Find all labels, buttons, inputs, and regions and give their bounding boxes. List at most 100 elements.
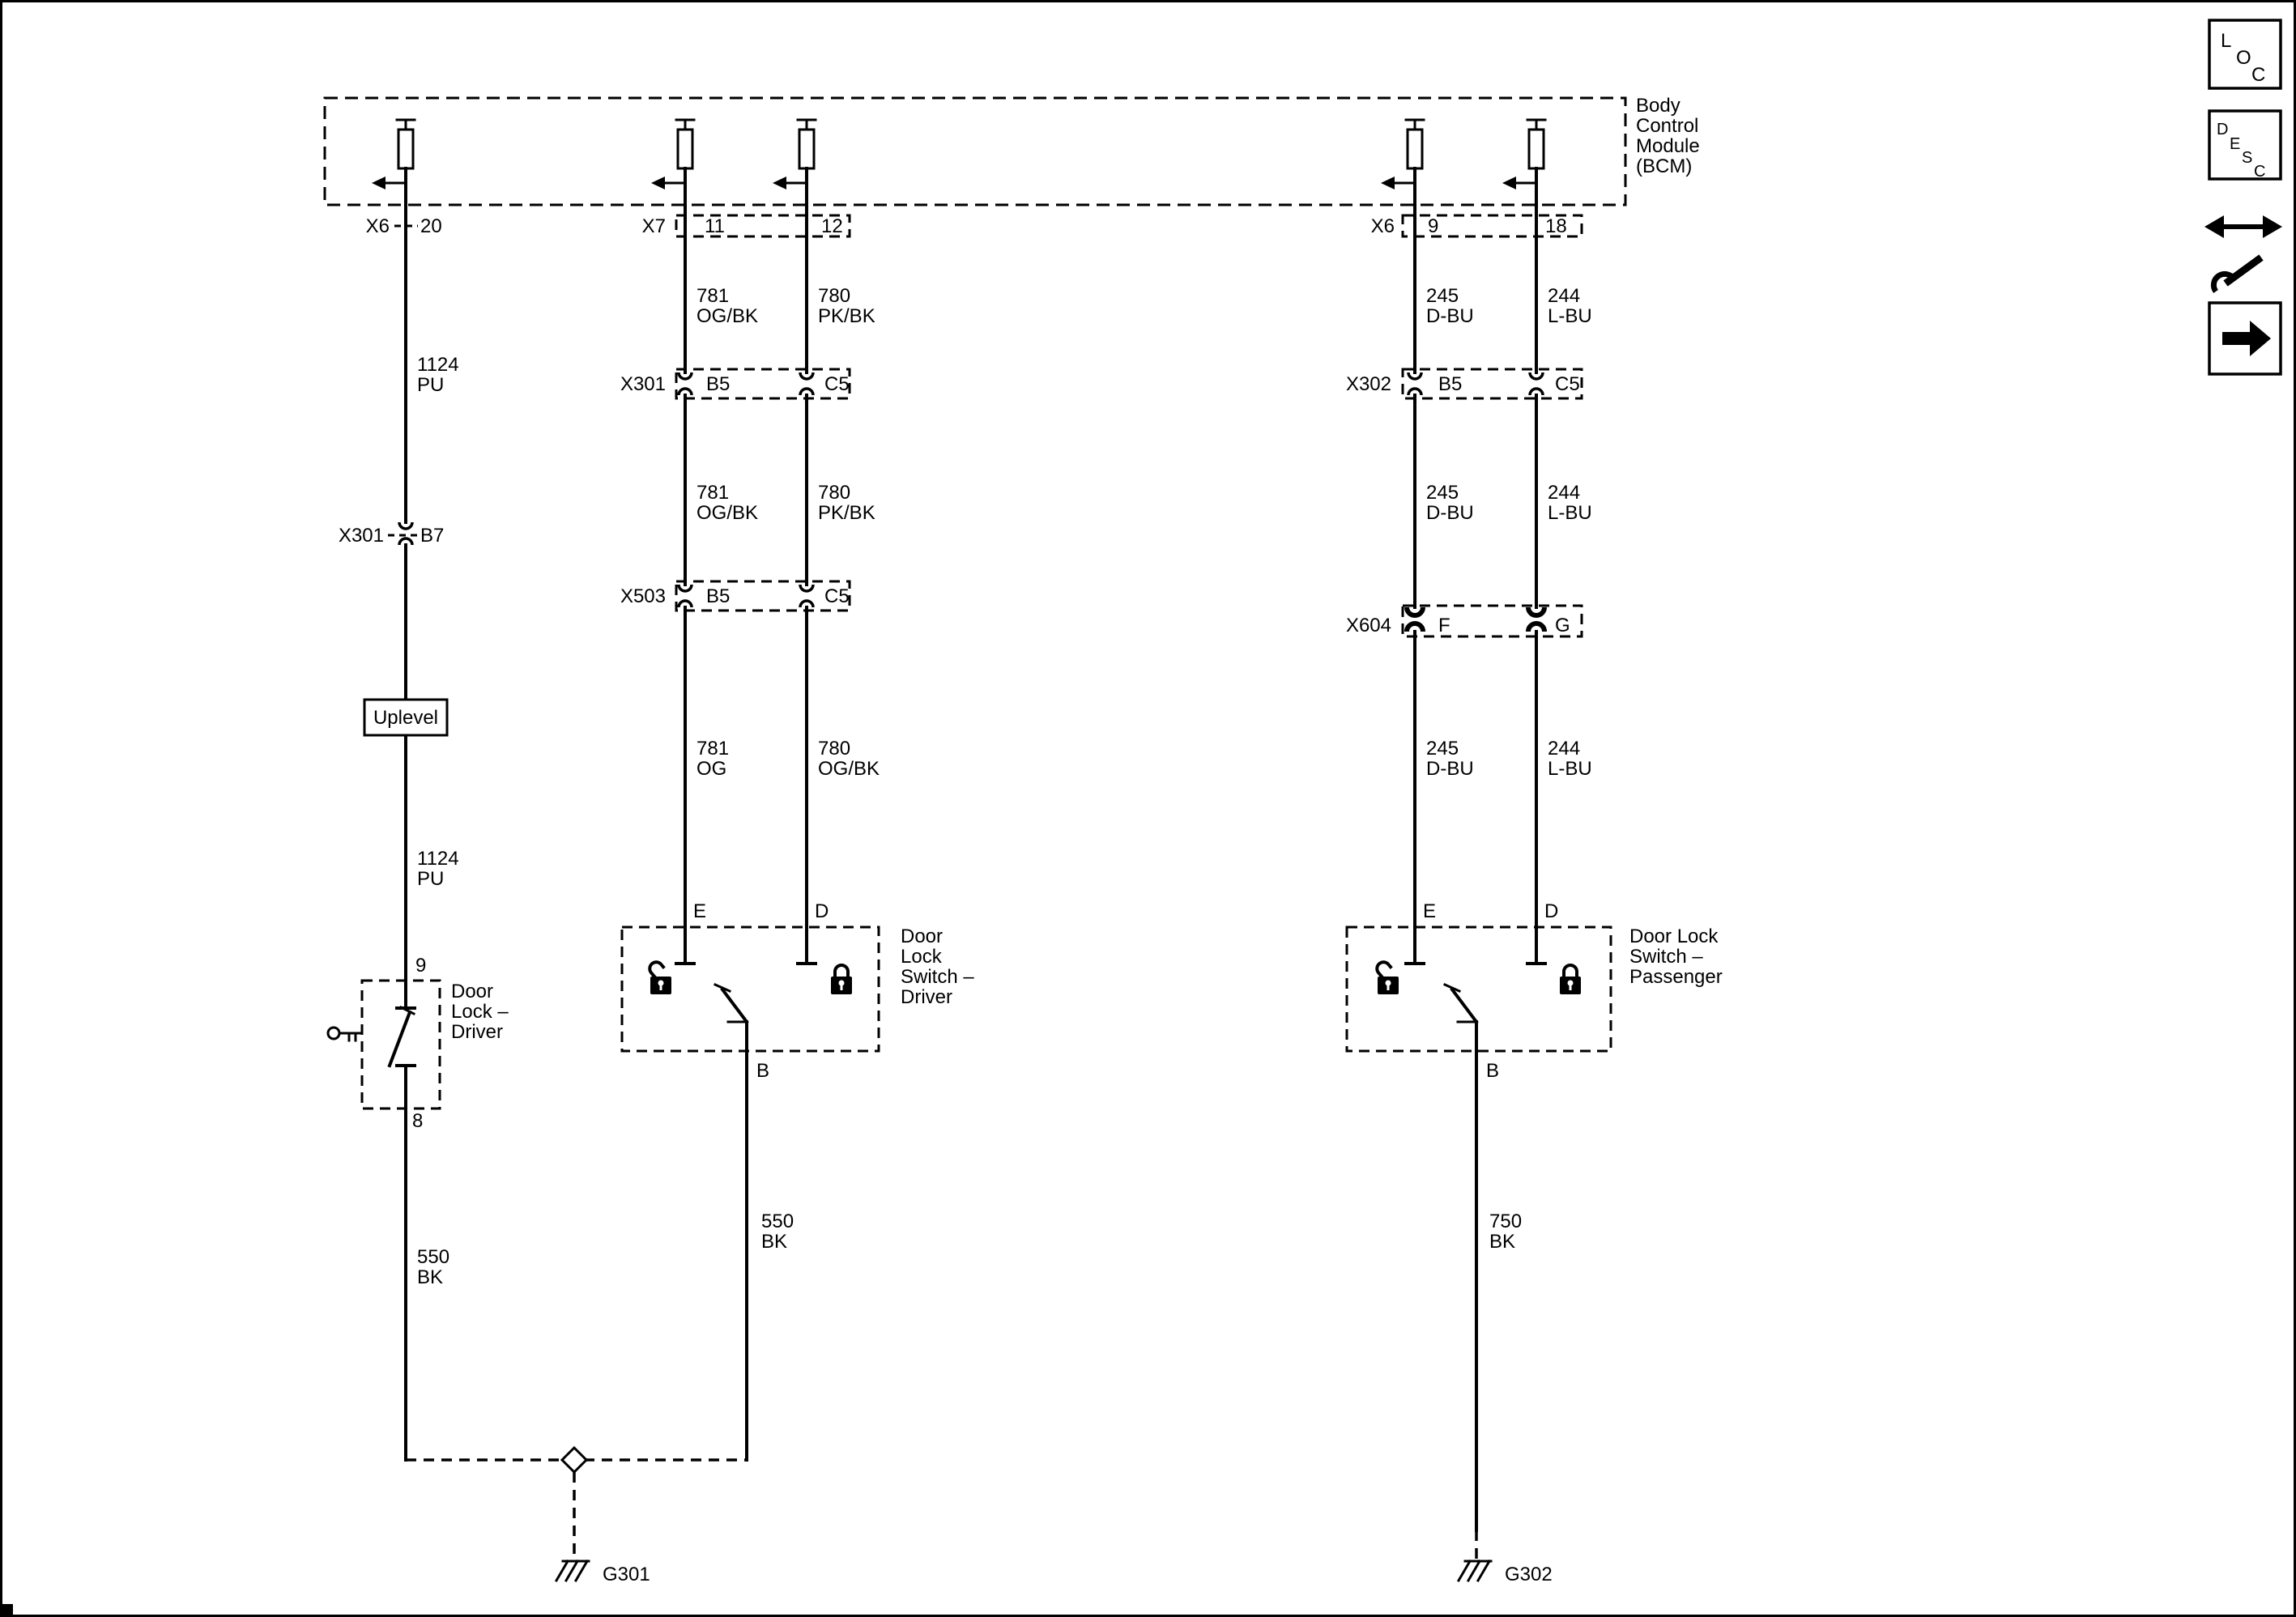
go-to-arrow-button[interactable]	[2208, 301, 2282, 376]
connector-clip-icon	[1528, 387, 1544, 396]
connector-name: X604	[1346, 615, 1391, 636]
left-arrow-icon	[1381, 177, 1395, 189]
wire-label: OG/BK	[696, 502, 758, 524]
wire-label: L-BU	[1548, 758, 1592, 780]
wire-label: D-BU	[1426, 305, 1474, 327]
arrows-wrench-icon[interactable]	[2204, 215, 2282, 294]
unlock-icon	[648, 960, 671, 994]
pin-d-label: D	[1544, 900, 1558, 922]
ground-junction-g301: G301	[406, 1445, 747, 1585]
connector-x503: X503 B5 C5	[620, 580, 851, 612]
loc-letter: O	[2236, 47, 2251, 69]
wire-1124-pu	[398, 167, 414, 1462]
wire-label: 1124	[417, 848, 459, 870]
ground-g302: G302	[1456, 1559, 1553, 1585]
wire-label: L-BU	[1548, 502, 1592, 524]
connector-clip-icon	[1526, 606, 1547, 618]
connector-clip-icon	[799, 372, 815, 381]
bcm-label-line4: (BCM)	[1636, 155, 1692, 177]
wire-245-dbu	[1404, 167, 1425, 965]
desc-button[interactable]: D E S C	[2208, 109, 2282, 181]
connector-pin: C5	[824, 585, 850, 607]
component-label: Lock –	[451, 1001, 509, 1023]
connector-pin: C5	[1555, 373, 1580, 395]
loc-letter: C	[2251, 64, 2265, 86]
wire-label: 550	[761, 1211, 794, 1232]
component-label: Passenger	[1629, 966, 1723, 988]
component-label: Driver	[451, 1021, 503, 1043]
left-arrow-icon	[773, 177, 786, 189]
pin-d-label: D	[815, 900, 829, 922]
wire-labels: 1124 PU 1124 PU 550 BK 781 OG/BK 781 OG/…	[417, 285, 1592, 1288]
connector-pin: 20	[420, 215, 442, 237]
wire-label: D-BU	[1426, 758, 1474, 780]
connector-x301: X301 B5 C5	[620, 368, 851, 400]
wire-label: PK/BK	[818, 305, 875, 327]
switch-lever	[720, 987, 749, 1024]
connector-name: X301	[339, 525, 384, 547]
wire-label: 780	[818, 738, 850, 760]
wire-label: 245	[1426, 738, 1459, 760]
wire-label: D-BU	[1426, 502, 1474, 524]
connector-x301-b7: X301 B7	[339, 525, 444, 547]
connector-pin: C5	[824, 373, 850, 395]
ground-label: G301	[603, 1564, 650, 1585]
connector-name: X7	[642, 215, 666, 237]
connector-x302: X302 B5 C5	[1346, 368, 1583, 400]
component-label: Switch –	[1629, 946, 1703, 968]
desc-letter: C	[2254, 163, 2265, 181]
desc-letter: D	[2217, 121, 2228, 138]
wire-label: OG	[696, 758, 726, 780]
bcm-label-line2: Control	[1636, 115, 1698, 137]
wire-780	[796, 167, 817, 965]
left-arrow-icon	[1502, 177, 1516, 189]
connector-pin: B5	[1438, 373, 1462, 395]
right-arrow-icon	[2222, 321, 2271, 356]
connector-pin: G	[1555, 615, 1570, 636]
uplevel-option-box: Uplevel	[363, 698, 449, 737]
connector-name: X301	[620, 373, 666, 395]
loc-button[interactable]: L O C	[2208, 19, 2282, 90]
wire-label: 244	[1548, 285, 1580, 307]
fuse-icon	[798, 128, 816, 170]
fuse-icon	[676, 128, 694, 170]
wire-label: PU	[417, 374, 444, 396]
connector-clip-icon	[799, 599, 815, 608]
door-lock-switch-driver: E D B Door Lock Switch – Driver	[620, 900, 974, 1082]
ground-label: G302	[1505, 1564, 1553, 1585]
left-arrow-icon	[372, 177, 386, 189]
wire-label: 550	[417, 1246, 449, 1268]
bcm-output-driver-icons	[372, 118, 1547, 189]
connector-name: X6	[1371, 215, 1395, 237]
wire-label: PK/BK	[818, 502, 875, 524]
ground-icon	[554, 1559, 590, 1583]
bcm-label-line1: Body	[1636, 95, 1680, 117]
pin-8-label: 8	[412, 1110, 423, 1132]
splice-diamond-icon	[560, 1445, 589, 1474]
wire-label: 1124	[417, 354, 459, 376]
component-label: Switch –	[901, 966, 974, 988]
pin-b-label: B	[1486, 1060, 1499, 1082]
connector-clip-icon	[398, 521, 414, 530]
wire-label: 245	[1426, 482, 1459, 504]
fuse-icon	[397, 128, 415, 170]
wire-label: 245	[1426, 285, 1459, 307]
loc-letter: L	[2221, 30, 2231, 52]
switch-lever	[1450, 987, 1479, 1024]
wire-label: BK	[417, 1266, 443, 1288]
desc-letter: S	[2242, 149, 2252, 167]
connector-pin: B5	[706, 373, 730, 395]
component-label: Driver	[901, 986, 952, 1008]
connector-clip-icon	[1404, 606, 1425, 618]
fuse-icon	[1406, 128, 1424, 170]
wire-label: 781	[696, 285, 729, 307]
connector-name: X503	[620, 585, 666, 607]
connector-pin: 12	[821, 215, 843, 237]
wire-label: 244	[1548, 482, 1580, 504]
wire-label: 781	[696, 738, 729, 760]
component-label: Door	[901, 926, 943, 947]
wire-label: OG/BK	[696, 305, 758, 327]
key-icon	[326, 1026, 364, 1042]
